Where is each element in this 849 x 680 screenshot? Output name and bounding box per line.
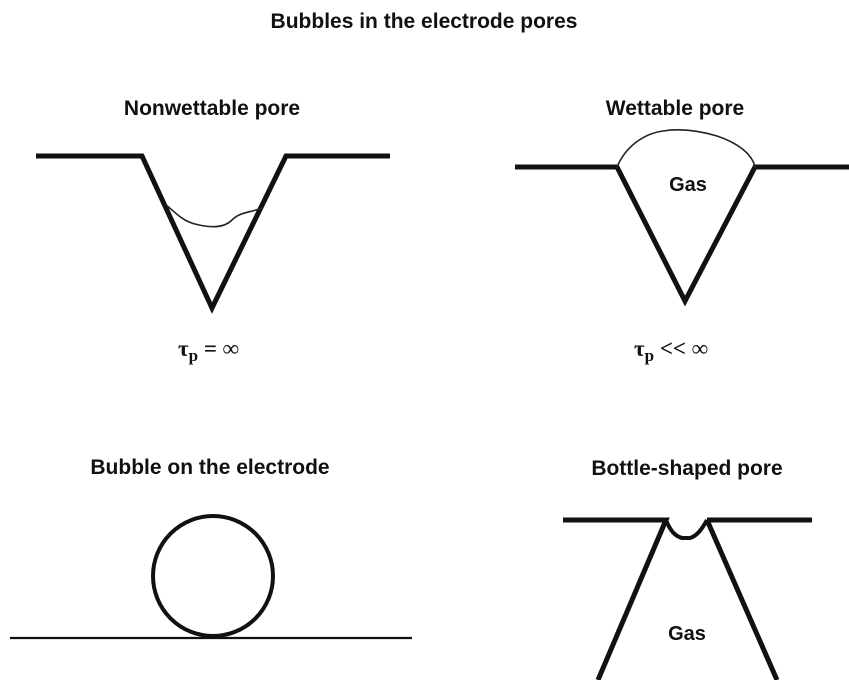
nonwettable-meniscus [165, 204, 263, 228]
wettable-pore-surface [515, 164, 849, 307]
bubble-on-electrode-title: Bubble on the electrode [90, 456, 329, 479]
nonwettable-relation: = ∞ [198, 336, 239, 361]
nonwettable-pore-panel: Nonwettable pore τp = ∞ [36, 97, 390, 365]
wettable-tau: τ [634, 336, 645, 361]
bottle-shaped-pore-title: Bottle-shaped pore [591, 457, 782, 480]
wettable-p-subscript: p [645, 346, 654, 365]
wettable-pore-panel: Wettable pore Gas τp << ∞ [515, 97, 849, 365]
nonwettable-p-subscript: p [189, 346, 198, 365]
nonwettable-formula: τp = ∞ [178, 336, 239, 365]
nonwettable-tau: τ [178, 336, 189, 361]
wettable-relation: << ∞ [654, 336, 708, 361]
bottle-neck-meniscus [664, 519, 709, 540]
bottle-left-wall [563, 517, 670, 680]
wettable-gas-boundary [616, 129, 756, 168]
diagram-title: Bubbles in the electrode pores [271, 10, 578, 33]
wettable-pore-title: Wettable pore [606, 97, 744, 120]
nonwettable-pore-surface [36, 153, 390, 314]
bottle-right-wall [704, 518, 780, 680]
nonwettable-pore-title: Nonwettable pore [124, 97, 300, 120]
bubble-circle [151, 514, 275, 638]
wettable-formula: τp << ∞ [634, 336, 708, 365]
bottle-shaped-pore-panel: Bottle-shaped pore Gas [563, 457, 812, 680]
bubble-on-electrode-panel: Bubble on the electrode [10, 456, 412, 640]
bottle-gas-label: Gas [668, 623, 706, 645]
wettable-gas-label: Gas [669, 174, 707, 196]
